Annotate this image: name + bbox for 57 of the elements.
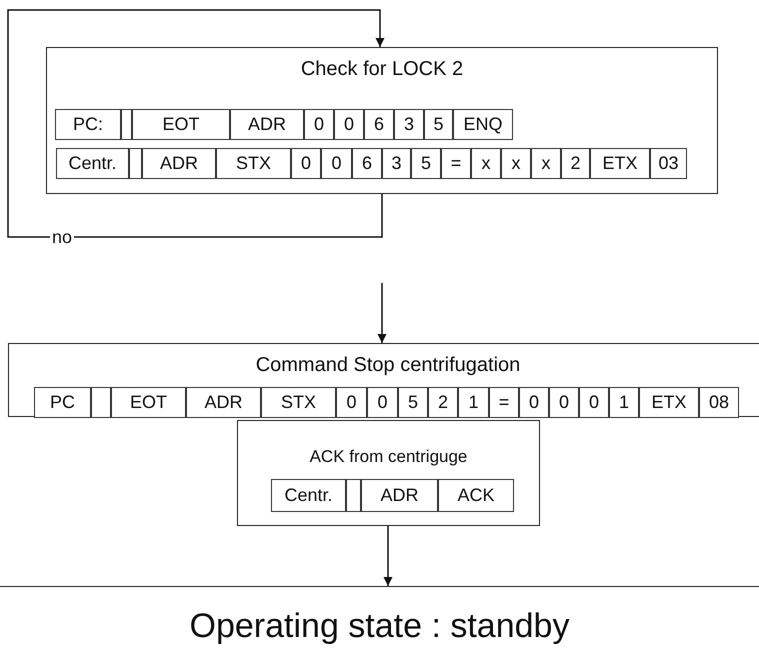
- protocol-field: 0: [579, 387, 609, 418]
- empty-field: [346, 479, 361, 512]
- protocol-field: 0: [304, 109, 334, 140]
- process-box: [46, 47, 718, 194]
- protocol-field: ETX: [639, 387, 699, 418]
- protocol-field: ADR: [186, 387, 261, 418]
- process-box: [237, 420, 540, 526]
- arrow: [7, 9, 384, 238]
- process-box: [8, 343, 759, 417]
- protocol-field: ENQ: [453, 109, 513, 140]
- box-title: Operating state : standby: [188, 607, 570, 646]
- protocol-field: 3: [394, 109, 424, 140]
- protocol-field: 5: [424, 109, 453, 140]
- protocol-field: x: [471, 148, 501, 179]
- protocol-field: 03: [650, 148, 687, 179]
- protocol-field: 2: [428, 387, 458, 418]
- protocol-field: ADR: [142, 148, 216, 179]
- box-title: Command Stop centrifugation: [254, 354, 522, 377]
- protocol-field: Centr.: [271, 479, 346, 512]
- protocol-field: STX: [216, 148, 291, 179]
- protocol-field: 5: [398, 387, 428, 418]
- protocol-field: ACK: [438, 479, 514, 512]
- protocol-field: 0: [291, 148, 321, 179]
- protocol-field: ADR: [361, 479, 438, 512]
- protocol-field: 6: [364, 109, 394, 140]
- protocol-field: 2: [561, 148, 590, 179]
- protocol-field: STX: [261, 387, 336, 418]
- protocol-field: 5: [411, 148, 441, 179]
- empty-field: [121, 109, 132, 140]
- protocol-field: EOT: [111, 387, 186, 418]
- protocol-field: 0: [519, 387, 549, 418]
- protocol-field: 0: [334, 109, 364, 140]
- protocol-field: ETX: [590, 148, 650, 179]
- protocol-field: 3: [382, 148, 411, 179]
- protocol-field: 0: [321, 148, 352, 179]
- protocol-field: 0: [549, 387, 579, 418]
- protocol-field: PC:: [55, 109, 121, 140]
- protocol-field: 1: [458, 387, 489, 418]
- arrow: [384, 526, 392, 586]
- protocol-field: 1: [609, 387, 639, 418]
- protocol-field: Centr.: [56, 148, 129, 179]
- protocol-field: EOT: [132, 109, 230, 140]
- box-title: Check for LOCK 2: [300, 58, 464, 81]
- empty-field: [91, 387, 111, 418]
- protocol-field: ADR: [230, 109, 304, 140]
- protocol-field: x: [531, 148, 561, 179]
- arrow: [378, 283, 386, 343]
- protocol-field: 0: [336, 387, 367, 418]
- protocol-field: PC: [34, 387, 91, 418]
- protocol-field: =: [489, 387, 519, 418]
- protocol-field: x: [501, 148, 531, 179]
- protocol-field: 08: [699, 387, 739, 418]
- protocol-field: 6: [352, 148, 382, 179]
- protocol-field: 0: [367, 387, 398, 418]
- protocol-field: =: [441, 148, 471, 179]
- empty-field: [129, 148, 142, 179]
- box-title: ACK from centriguge: [308, 447, 468, 467]
